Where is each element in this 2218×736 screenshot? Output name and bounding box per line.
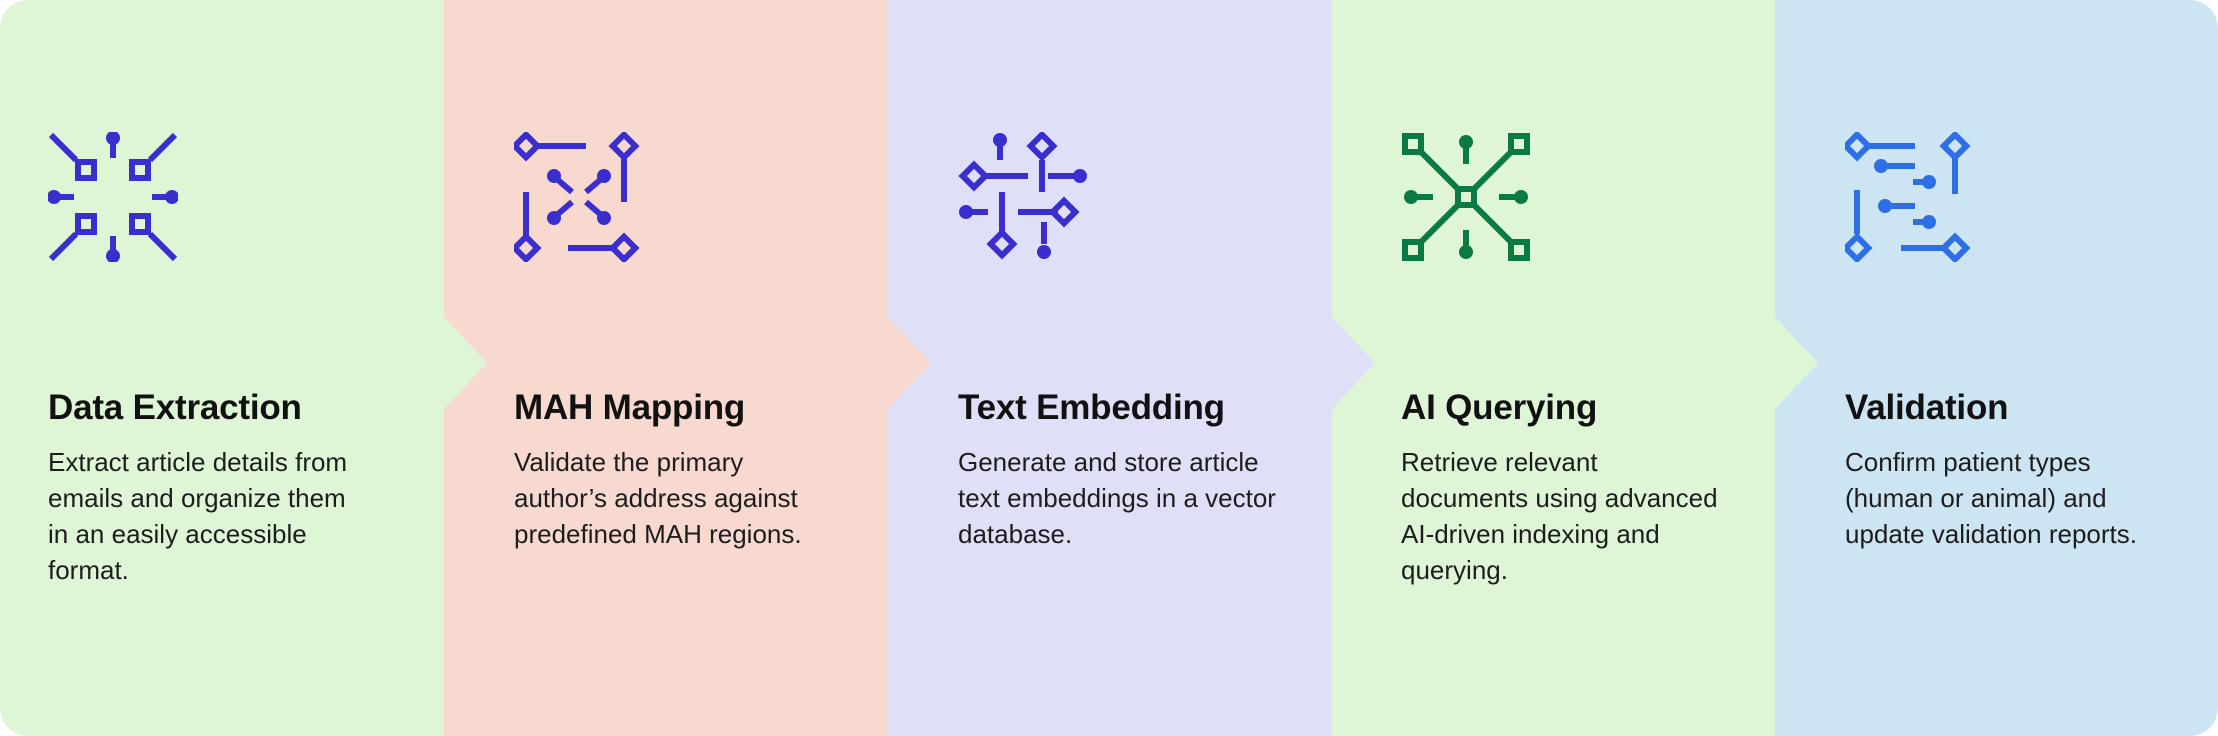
validation-icon [1845, 132, 1971, 262]
stage-title: MAH Mapping [514, 388, 746, 427]
stage-mah-mapping: MAH Mapping Validate the primary author’… [444, 0, 931, 736]
ai-querying-icon [1402, 133, 1530, 261]
stage-validation: Validation Confirm patient types (human … [1775, 0, 2218, 736]
stage-description: Validate the primary author’s address ag… [514, 447, 802, 549]
data-extraction-icon [48, 132, 178, 262]
stage-title: Data Extraction [48, 388, 302, 427]
mah-mapping-icon [514, 132, 640, 262]
stage-description: Generate and store article text embeddin… [958, 447, 1276, 549]
stage-text-embedding: Text Embedding Generate and store articl… [888, 0, 1375, 736]
stage-data-extraction: Data Extraction Extract article details … [0, 0, 487, 736]
stage-title: AI Querying [1401, 388, 1598, 427]
stage-title: Validation [1845, 388, 2009, 427]
stage-title: Text Embedding [958, 388, 1225, 427]
text-embedding-icon [958, 132, 1087, 260]
stage-description: Extract article details from emails and … [48, 447, 348, 585]
stage-description: Confirm patient types (human or animal) … [1845, 447, 2137, 549]
stage-ai-querying: AI Querying Retrieve relevant documents … [1331, 0, 1818, 736]
stage-description: Retrieve relevant documents using advanc… [1401, 447, 1718, 585]
